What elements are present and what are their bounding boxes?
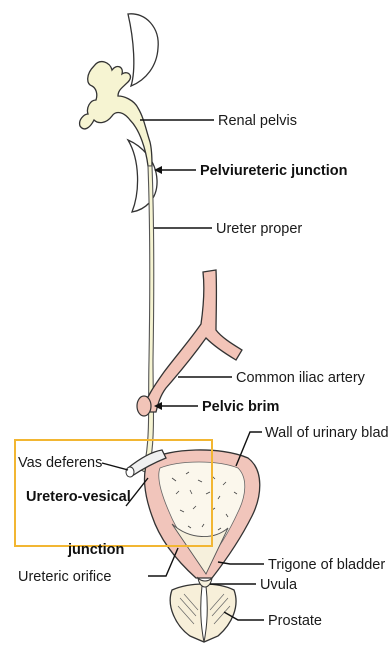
label-pelvic-brim: Pelvic brim [202,399,279,415]
label-renal-pelvis: Renal pelvis [218,113,297,129]
label-ureter-proper: Ureter proper [216,221,302,237]
leader-trigone-of-bladder [218,562,264,564]
label-trigone-of-bladder: Trigone of bladder [268,557,385,573]
leader-vas-deferens [102,463,128,470]
label-uretero-vesical-line1: Uretero-vesical [26,489,131,505]
common-iliac-artery-shape [142,270,242,412]
label-ureteric-orifice: Ureteric orifice [18,569,111,585]
vas-deferens-cut-end [126,467,134,477]
label-pelviureteric-junction: Pelviureteric junction [200,163,347,179]
label-vas-deferens: Vas deferens [18,455,102,471]
label-common-iliac-artery: Common iliac artery [236,370,366,386]
label-prostate: Prostate [268,613,322,629]
kidney-upper-pole [128,14,158,86]
artery-cut-end [137,396,151,416]
label-uretero-vesical-line2: junction [67,542,124,558]
label-wall-of-urinary-bladder: Wall of urinary bladder [265,425,388,441]
ureter [141,166,154,472]
label-uvula: Uvula [260,577,298,593]
